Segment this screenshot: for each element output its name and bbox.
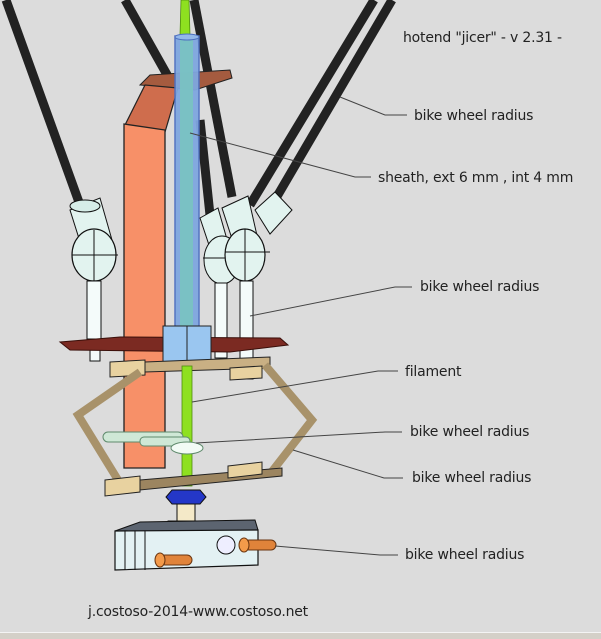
rod-right-1	[246, 0, 378, 208]
label-rods-lower: bike wheel radius	[420, 279, 540, 295]
leader-nozzle	[274, 545, 398, 556]
label-clip: bike wheel radius	[410, 424, 530, 440]
label-sheath: sheath, ext 6 mm , int 4 mm	[378, 170, 574, 186]
rod-right-2	[268, 0, 396, 208]
leader-clip	[195, 431, 402, 444]
footer-credit: j.costoso-2014-www.costoso.net	[88, 604, 308, 620]
label-rods-upper: bike wheel radius	[414, 108, 534, 124]
clip	[102, 431, 204, 455]
diagram-title: hotend "jicer" - v 2.31 -	[403, 30, 562, 46]
leader-rods-lower	[249, 286, 412, 317]
leader-arms	[292, 449, 403, 479]
leader-lines	[189, 96, 412, 556]
rod-center	[189, 0, 237, 198]
label-nozzle-block: bike wheel radius	[405, 547, 525, 563]
sheath-tube	[174, 33, 200, 329]
leader-rods-upper	[339, 96, 407, 116]
rod-left-outer	[1, 0, 85, 207]
heater-block	[114, 519, 277, 571]
leader-filament	[191, 370, 398, 403]
bottom-strip	[0, 632, 601, 639]
effector-plate	[58, 325, 290, 367]
label-filament: filament	[405, 364, 462, 380]
rod-center-lower	[195, 119, 215, 216]
leader-sheath	[189, 132, 371, 178]
arms	[72, 362, 318, 483]
filament-lower	[181, 365, 193, 487]
lower-mount	[109, 356, 271, 381]
rod-left-inner	[121, 0, 174, 83]
filament-top	[179, 0, 191, 37]
label-arms: bike wheel radius	[412, 470, 532, 486]
joint-right-b	[221, 191, 293, 380]
joint-left	[69, 197, 118, 362]
lower-plate	[104, 461, 283, 497]
